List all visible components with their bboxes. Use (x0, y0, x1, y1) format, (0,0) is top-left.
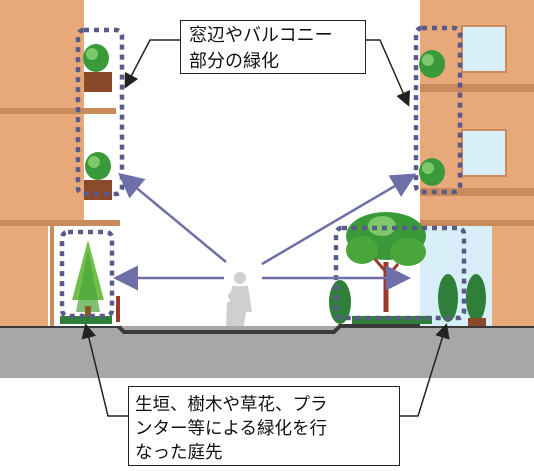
window-plant-left-upper (83, 44, 109, 72)
window-plant-left-lower (85, 152, 111, 180)
leader-top-left (124, 39, 180, 89)
shrub-right-1 (438, 274, 458, 322)
callout-window-balcony: 窓辺やバルコニー 部分の緑化 (180, 20, 366, 74)
hedge (352, 316, 432, 324)
pedestrians (226, 272, 252, 326)
window-plant-right-lower (419, 158, 445, 186)
frame-left-yard (59, 229, 115, 319)
shrub-left (329, 280, 351, 324)
left-hedge (60, 316, 112, 324)
left-building (0, 0, 120, 326)
callout-front-yard: 生垣、樹木や草花、プラ ンター等による緑化を行 なった庭先 (128, 386, 400, 466)
leader-bottom-left (81, 323, 128, 417)
left-conifer-tree (72, 240, 104, 322)
frame-right-yard (333, 225, 467, 321)
shrub-right-2 (466, 274, 486, 322)
arrow-to-right-balcony (261, 173, 417, 266)
planter-box (468, 318, 486, 326)
leader-top-right (366, 39, 411, 107)
leader-bottom-right (400, 323, 450, 417)
arrow-to-left-balcony (118, 172, 227, 263)
callout-window-balcony-text: 窓辺やバルコニー 部分の緑化 (189, 25, 333, 72)
callout-front-yard-text: 生垣、樹木や草花、プラ ンター等による緑化を行 なった庭先 (135, 395, 328, 463)
window-plant-right-upper (419, 50, 445, 78)
